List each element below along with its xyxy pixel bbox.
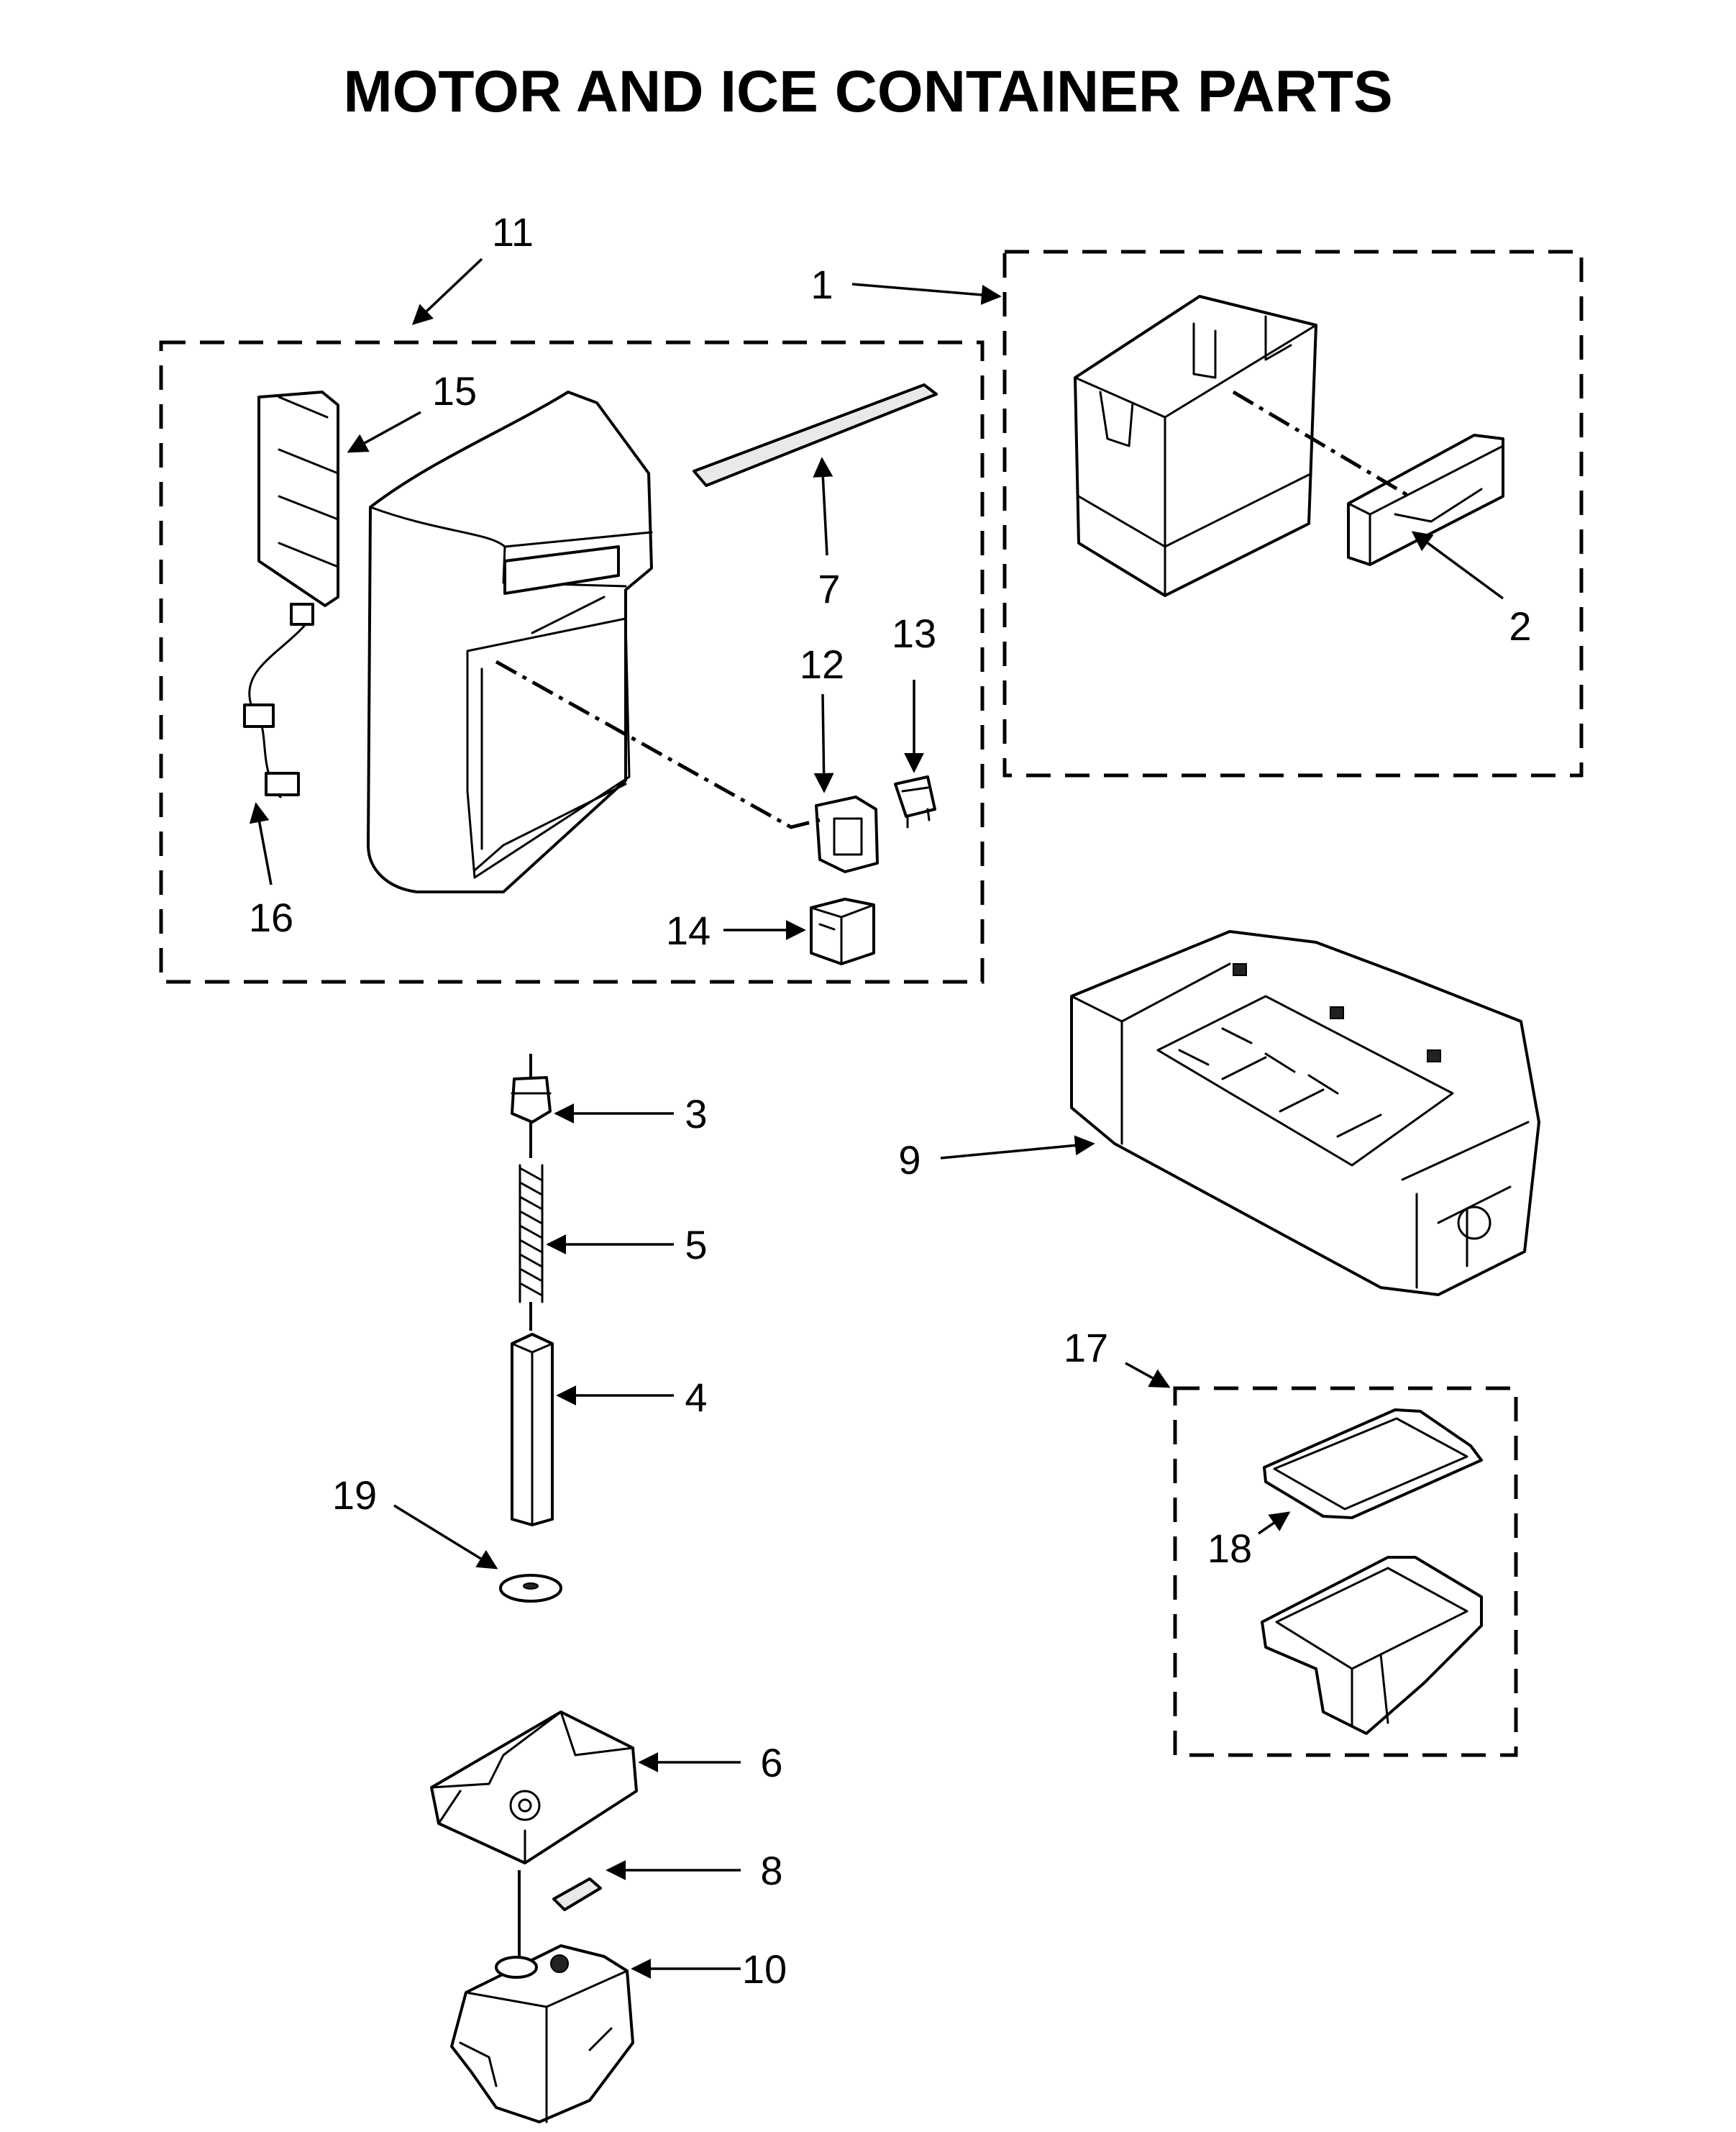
- leader-16: [249, 802, 273, 885]
- part-3-coupler: [511, 1076, 552, 1124]
- part-13-switch: [894, 775, 936, 829]
- callout-9: 9: [898, 1137, 920, 1183]
- callout-19: 19: [332, 1472, 377, 1518]
- part-5-auger-spring: [518, 1164, 544, 1303]
- leader-12: [813, 693, 834, 793]
- part-14-solenoid: [810, 898, 875, 965]
- callout-10: 10: [742, 1946, 787, 1992]
- callout-6: 6: [760, 1740, 782, 1785]
- callout-15: 15: [432, 368, 477, 414]
- callout-18: 18: [1207, 1526, 1252, 1571]
- part-17-housing: [1261, 1556, 1483, 1735]
- callout-2: 2: [1509, 603, 1531, 649]
- callout-11: 11: [492, 209, 534, 255]
- callout-7: 7: [818, 566, 840, 611]
- callout-4: 4: [685, 1375, 707, 1420]
- callout-13: 13: [892, 611, 936, 656]
- part-16-wire-harness: [243, 603, 314, 798]
- leader-18: [1258, 1511, 1291, 1535]
- leader-11: [411, 258, 483, 325]
- callout-14: 14: [666, 908, 711, 953]
- callout-8: 8: [760, 1848, 782, 1893]
- group-box-17: [1173, 1386, 1518, 1757]
- part-10-motor: [450, 1944, 634, 2123]
- callout-3: 3: [685, 1091, 707, 1136]
- leader-2: [1411, 531, 1504, 600]
- leader-15: [347, 411, 421, 453]
- group-box-11: [159, 340, 985, 984]
- part-12-actuator: [815, 796, 879, 873]
- group-box-1: [1002, 250, 1584, 778]
- callout-1: 1: [810, 262, 833, 307]
- part-8-plate: [552, 1877, 602, 1911]
- callout-17: 17: [1064, 1325, 1108, 1370]
- assembly-line-11: [495, 660, 821, 829]
- diagram-title: MOTOR AND ICE CONTAINER PARTS: [343, 59, 1392, 124]
- part-1-ice-bin: [1074, 295, 1317, 597]
- assembly-line-1: [1232, 390, 1411, 498]
- leader-17: [1125, 1362, 1171, 1388]
- part-7-gasket-strip: [693, 383, 938, 487]
- leader-9: [940, 1135, 1095, 1160]
- part-15-panel: [257, 391, 339, 607]
- part-2-bracket: [1347, 434, 1504, 566]
- leader-19: [393, 1504, 498, 1570]
- part-19-washer: [499, 1574, 562, 1603]
- leader-1: [851, 283, 1002, 305]
- leader-7: [813, 457, 833, 556]
- part-6-motor-mount: [430, 1710, 638, 1864]
- part-11-housing: [367, 391, 653, 893]
- callout-5: 5: [685, 1222, 707, 1267]
- part-4-shaft: [511, 1333, 554, 1526]
- callout-12: 12: [800, 642, 844, 687]
- part-9-ice-container: [1070, 930, 1540, 1296]
- part-18-gasket: [1263, 1408, 1483, 1519]
- callout-16: 16: [249, 895, 293, 940]
